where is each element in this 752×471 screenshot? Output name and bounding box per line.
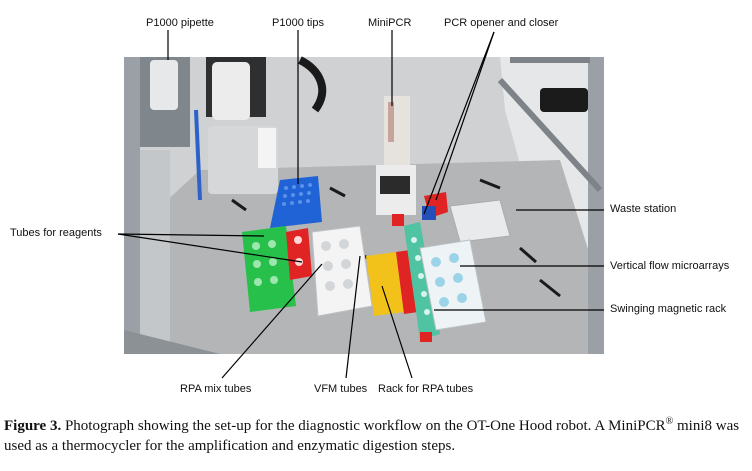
caption-text-before: Photograph showing the set-up for the di…: [61, 418, 666, 434]
label-tips: P1000 tips: [272, 17, 324, 29]
label-rpa-mix: RPA mix tubes: [180, 383, 252, 395]
rpa-tube-rack: [366, 252, 404, 316]
label-reagents: Tubes for reagents: [10, 227, 102, 239]
caption-text-after: mini8 was used as a thermocycler for the…: [4, 418, 740, 454]
pointer-lines: [117, 30, 604, 379]
minipcr-tower: [384, 96, 410, 166]
label-waste: Waste station: [610, 203, 677, 215]
robot-photo: [117, 30, 604, 379]
label-vfm-tubes: VFM tubes: [314, 383, 368, 395]
caption-superscript: ®: [665, 416, 674, 427]
waste-station: [449, 199, 511, 243]
figure-caption: Figure 3. Photograph showing the set-up …: [4, 416, 748, 456]
label-vfm-arrays: Vertical flow microarrays: [610, 260, 730, 272]
label-rpa-rack: Rack for RPA tubes: [378, 383, 474, 395]
caption-label: Figure 3.: [4, 418, 62, 434]
label-pipette: P1000 pipette: [146, 17, 214, 29]
label-minipcr: MiniPCR: [368, 17, 412, 29]
rpa-mix-rack: [286, 228, 312, 280]
magnetic-rack: [404, 222, 440, 340]
label-magnetic: Swinging magnetic rack: [610, 303, 727, 315]
label-opener: PCR opener and closer: [444, 17, 559, 29]
tips-box: [270, 176, 322, 228]
